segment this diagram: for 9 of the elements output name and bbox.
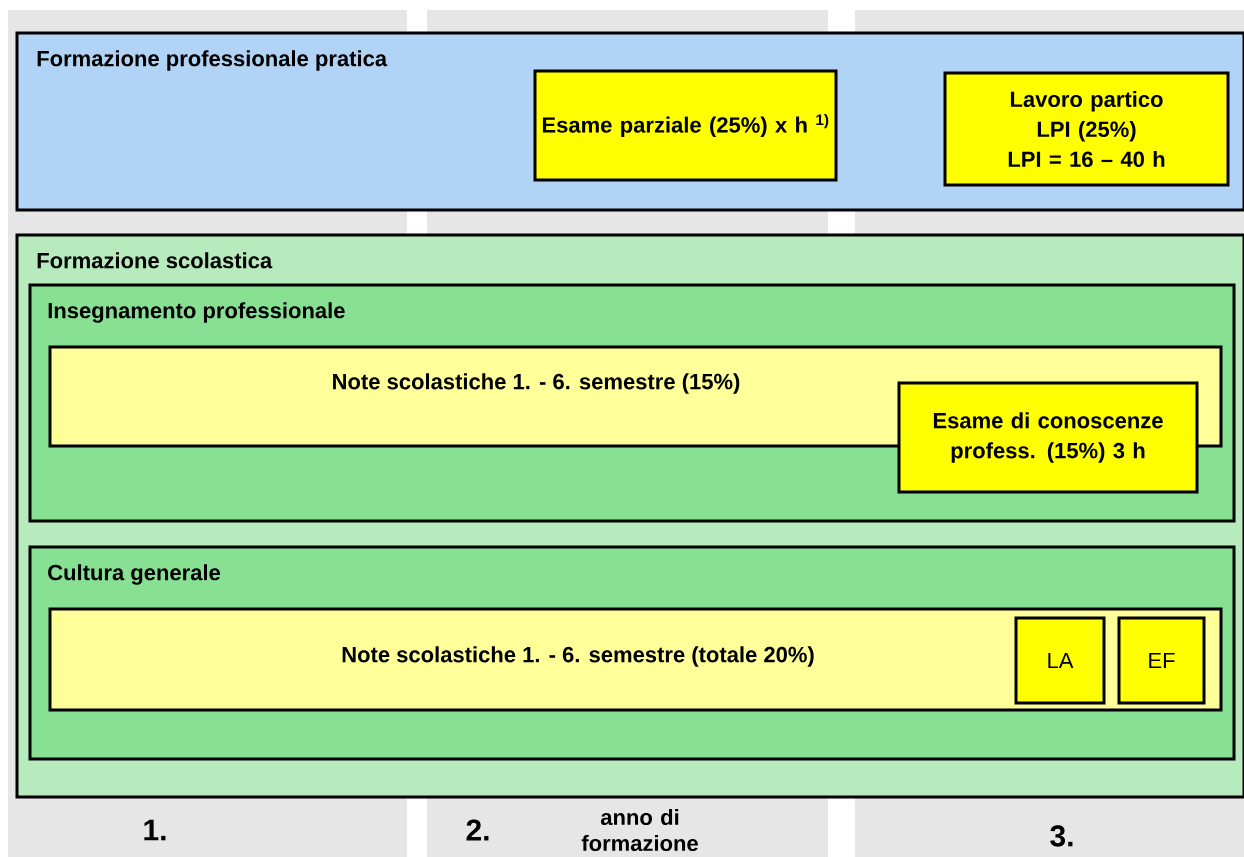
year-number: 1.: [144, 819, 166, 841]
year-number: 3.: [1050, 825, 1073, 847]
axis-label: anno di formazione: [581, 808, 698, 852]
exam-box: Esame di conoscenze profess. (15%) 3 h: [897, 381, 1199, 494]
year-number: 2.: [466, 819, 489, 841]
exam-box: LA: [1014, 616, 1106, 705]
exam-box: Lavoro partico LPI (25%) LPI = 16 – 40 h: [943, 71, 1230, 187]
exam-box: Esame parziale (25%) x h $^{1)}$: [533, 69, 838, 182]
exam-box: EF: [1117, 616, 1206, 705]
